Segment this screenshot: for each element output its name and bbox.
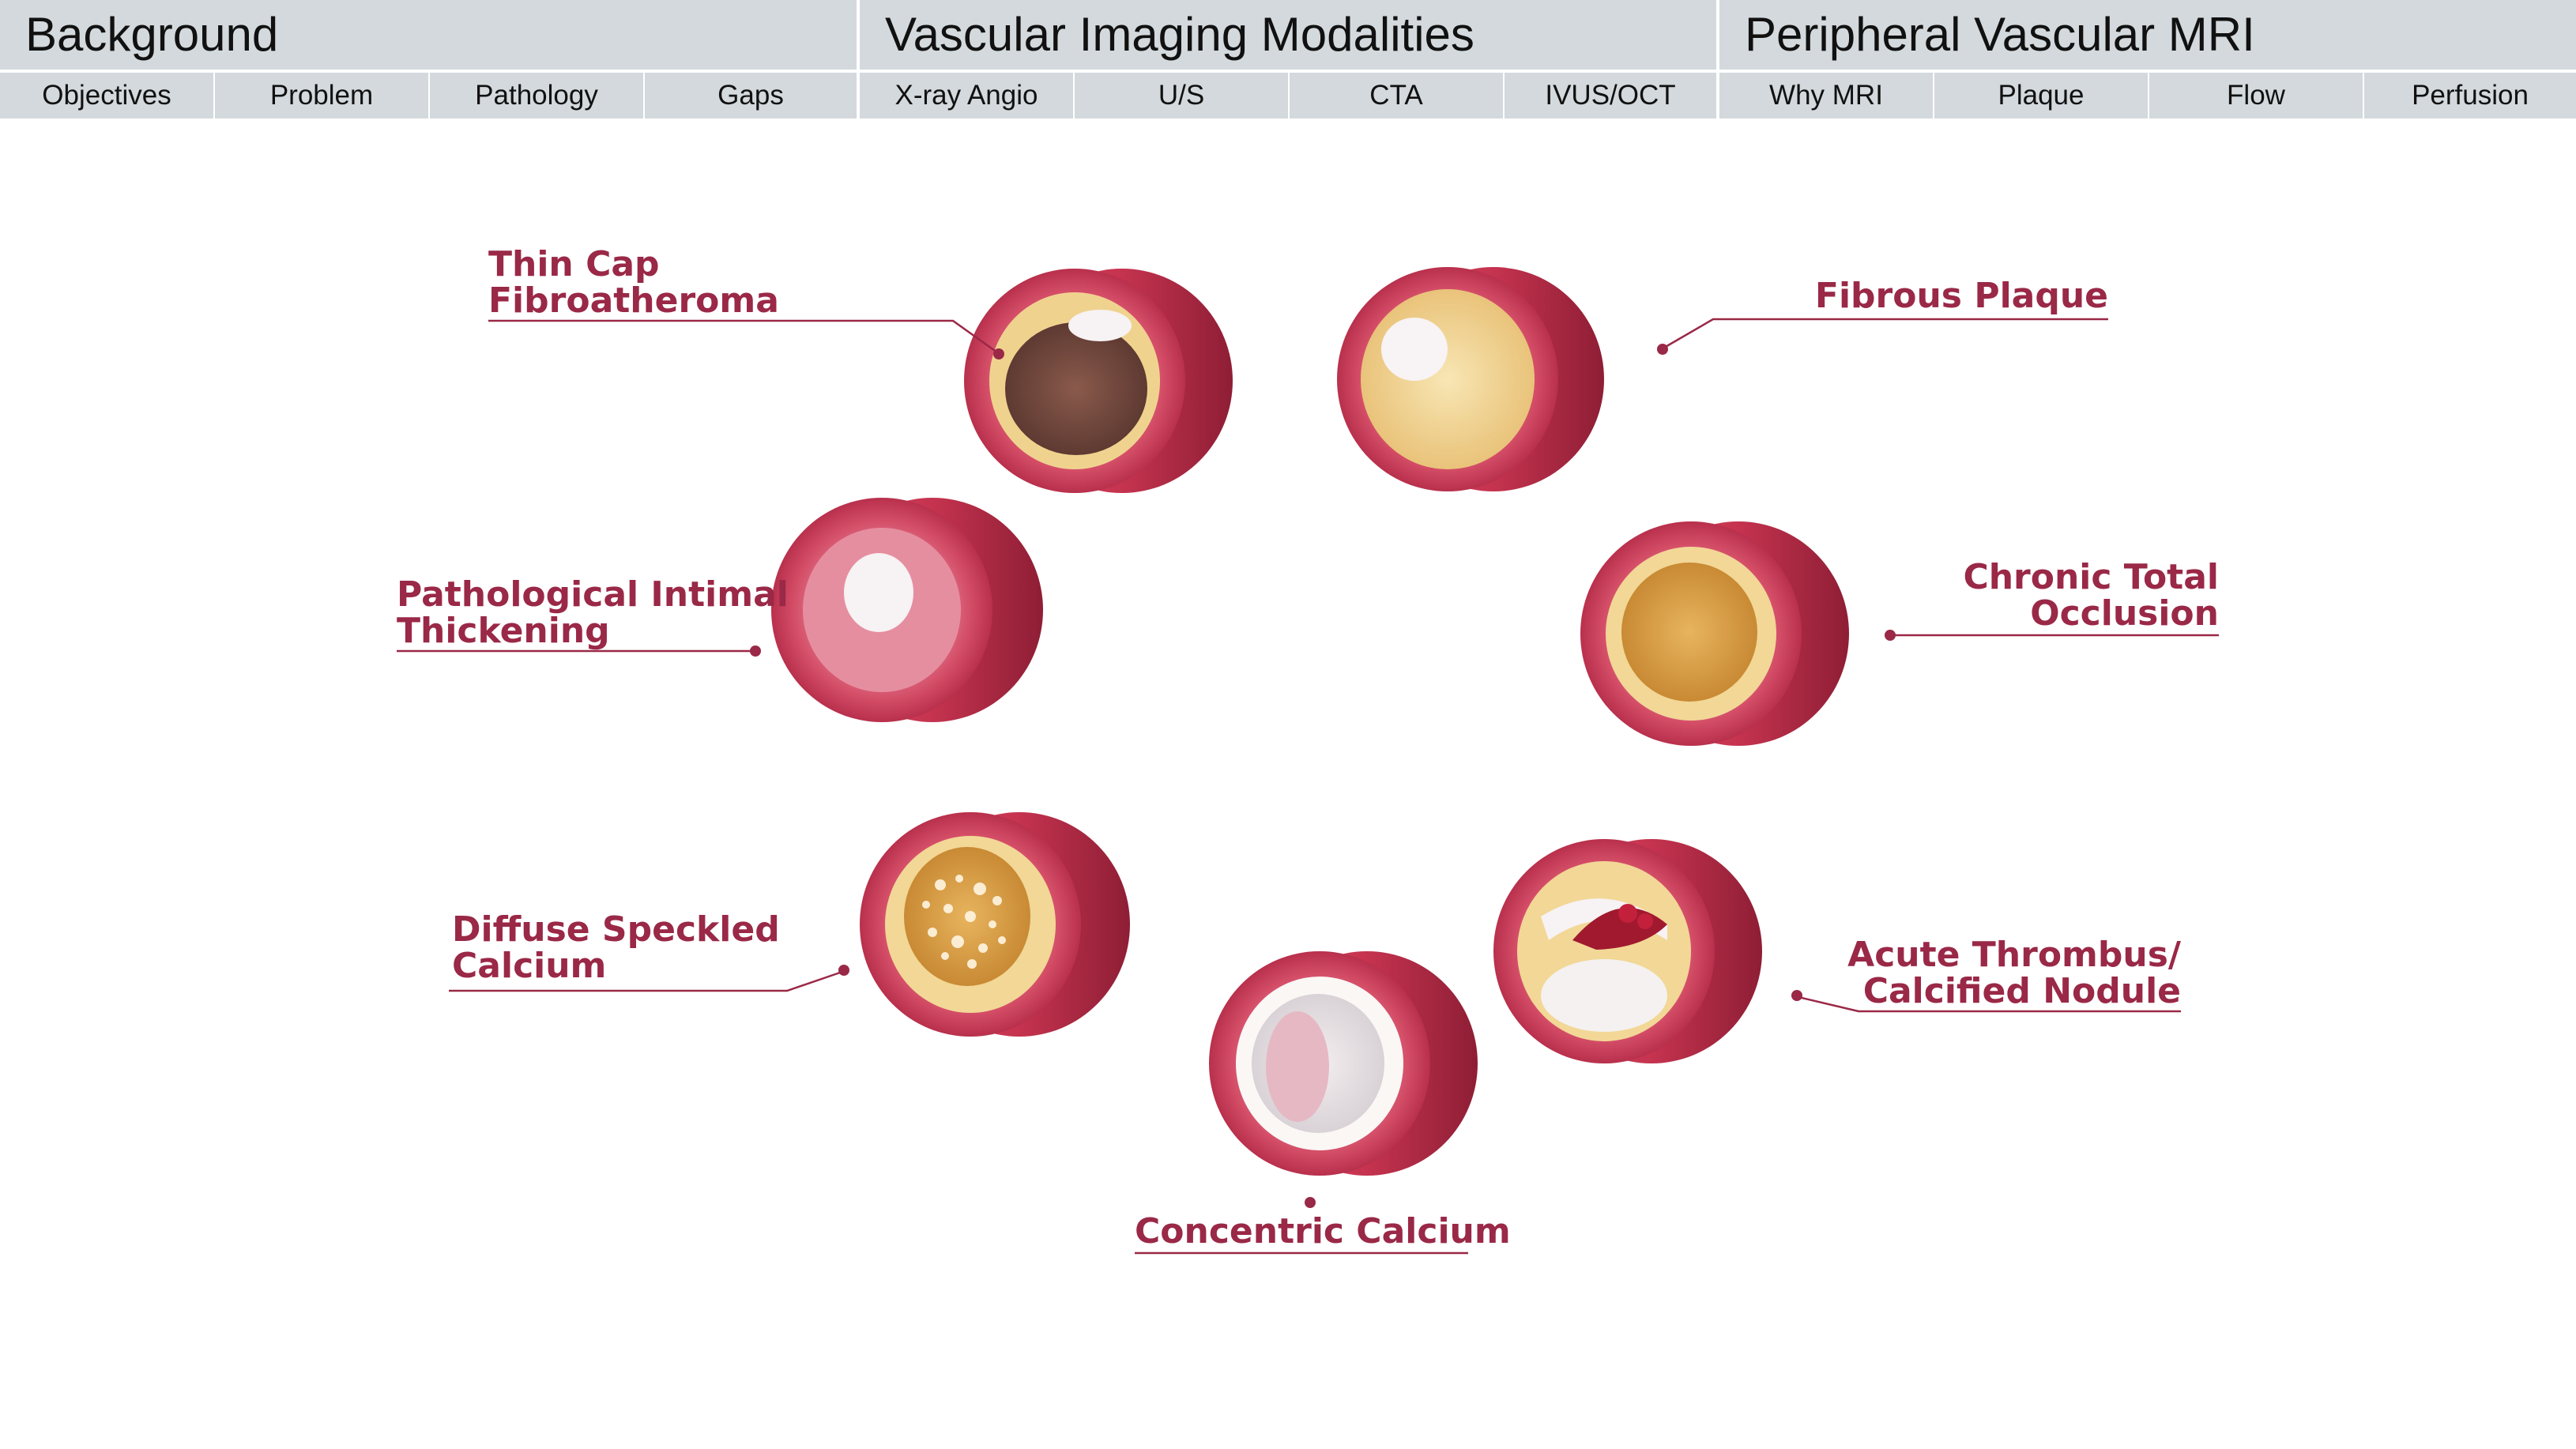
- tab-flow[interactable]: Flow: [2149, 73, 2363, 119]
- section-peripheral-vascular-mri[interactable]: Peripheral Vascular MRI: [1719, 0, 2576, 70]
- section-background[interactable]: Background: [0, 0, 857, 70]
- tab-x-ray-angio[interactable]: X-ray Angio: [860, 73, 1073, 119]
- leader-dots: [750, 344, 1896, 1208]
- tab-why-mri[interactable]: Why MRI: [1719, 73, 1933, 119]
- pathology-figure: Thin Cap Fibroatheroma Fibrous Plaque Pa…: [0, 119, 2576, 1449]
- tab-plaque[interactable]: Plaque: [1934, 73, 2148, 119]
- tab-us[interactable]: U/S: [1075, 73, 1288, 119]
- vessel-concentric-calcium: [1209, 951, 1478, 1176]
- tab-cta[interactable]: CTA: [1290, 73, 1503, 119]
- label-line: Chronic Total: [1963, 557, 2219, 597]
- label-concentric-calcium: Concentric Calcium: [1135, 1214, 1511, 1250]
- top-navigation: Background Vascular Imaging Modalities P…: [0, 0, 2576, 119]
- vessel-chronic-total-occlusion: [1580, 521, 1849, 746]
- label-line: Thickening: [397, 611, 610, 651]
- vessel-pathological-intimal-thickening: [771, 498, 1043, 722]
- label-thin-cap-fibroatheroma: Thin Cap Fibroatheroma: [488, 247, 779, 319]
- tab-ivus-oct[interactable]: IVUS/OCT: [1505, 73, 1716, 119]
- tab-perfusion[interactable]: Perfusion: [2364, 73, 2576, 119]
- vessel-thin-cap-fibroatheroma: [964, 269, 1233, 493]
- label-line: Calcified Nodule: [1862, 971, 2181, 1011]
- vessel-illustrations: [397, 267, 2219, 1255]
- vessel-diffuse-speckled-calcium: [860, 812, 1130, 1037]
- tab-objectives[interactable]: Objectives: [0, 73, 213, 119]
- label-pathological-intimal-thickening: Pathological Intimal Thickening: [397, 577, 789, 649]
- label-line: Diffuse Speckled: [452, 909, 780, 950]
- section-vascular-imaging-modalities[interactable]: Vascular Imaging Modalities: [860, 0, 1716, 70]
- label-line: Fibroatheroma: [488, 280, 779, 321]
- tab-problem[interactable]: Problem: [215, 73, 428, 119]
- label-line: Fibrous Plaque: [1814, 276, 2108, 316]
- label-acute-thrombus-calcified-nodule: Acute Thrombus/ Calcified Nodule: [1817, 937, 2181, 1010]
- label-line: Pathological Intimal: [397, 574, 789, 615]
- tab-pathology[interactable]: Pathology: [430, 73, 643, 119]
- label-line: Occlusion: [2030, 593, 2219, 634]
- tab-gaps[interactable]: Gaps: [645, 73, 857, 119]
- label-line: Calcium: [452, 946, 607, 986]
- label-line: Acute Thrombus/: [1847, 935, 2181, 975]
- vessel-fibrous-plaque: [1337, 267, 1604, 491]
- label-line: Thin Cap: [488, 244, 660, 284]
- label-chronic-total-occlusion: Chronic Total Occlusion: [1903, 559, 2219, 632]
- leader-lines: [397, 318, 2219, 1255]
- label-fibrous-plaque: Fibrous Plaque: [1786, 278, 2108, 314]
- label-line: Concentric Calcium: [1135, 1211, 1511, 1251]
- vessel-acute-thrombus-calcified-nodule: [1493, 839, 1762, 1063]
- label-diffuse-speckled-calcium: Diffuse Speckled Calcium: [452, 912, 780, 984]
